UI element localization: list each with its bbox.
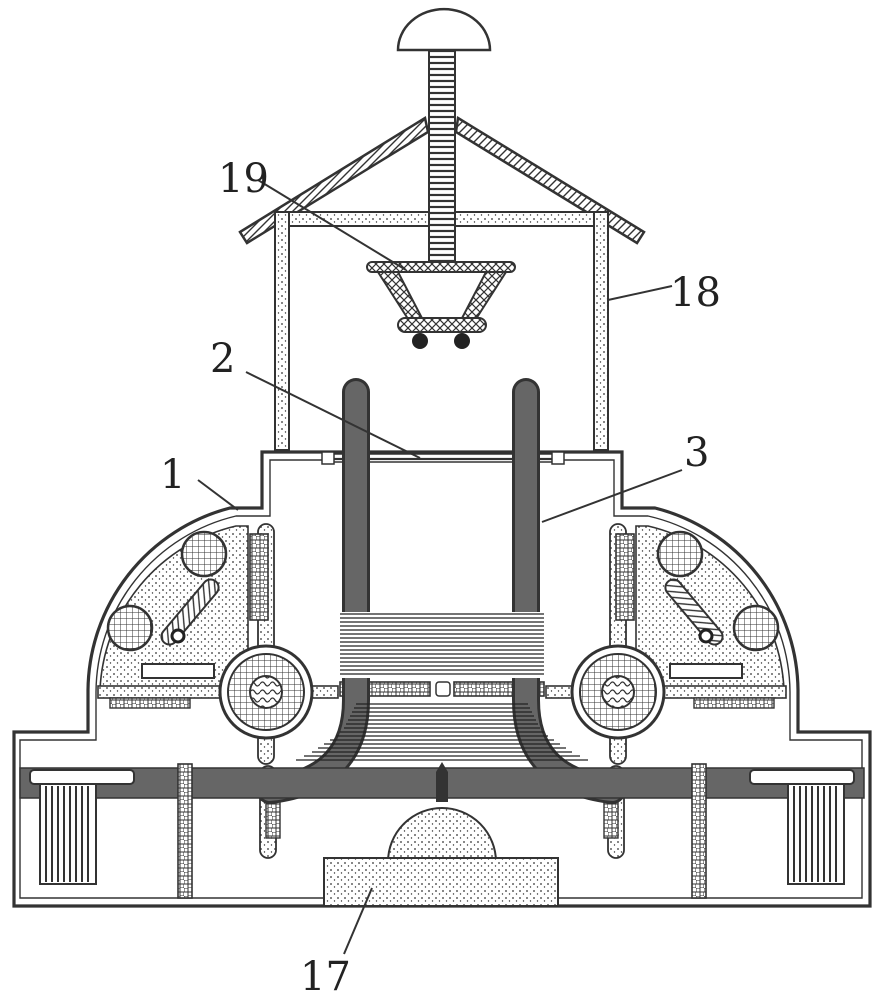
callout-17: 17 [300, 954, 351, 1000]
callout-labels: 1 2 3 17 18 19 [160, 156, 721, 1000]
roof-assembly [238, 115, 646, 451]
base-block [323, 762, 559, 907]
upper-coil [340, 612, 544, 678]
right-support-post [691, 763, 707, 899]
callout-19: 19 [218, 156, 269, 202]
left-rotors [106, 530, 228, 652]
callout-1: 1 [160, 452, 185, 498]
right-pipe [669, 663, 743, 679]
callout-2: 2 [210, 336, 235, 382]
right-tray [749, 769, 855, 785]
frame-post-right [593, 211, 609, 451]
knob [396, 7, 492, 52]
funnel-left-arm [376, 271, 426, 323]
callout-18: 18 [670, 270, 721, 316]
lower-coil [296, 703, 588, 761]
right-rotors [656, 530, 780, 652]
screw-rod [428, 49, 456, 266]
screw-assembly [396, 7, 492, 266]
left-wheel [218, 644, 314, 740]
roller-right [454, 333, 470, 349]
left-tray [29, 769, 135, 785]
right-wheel [570, 644, 666, 740]
frame-post-left [274, 211, 290, 451]
left-brush [39, 783, 97, 885]
center-gap [435, 681, 451, 697]
funnel-bottom-plate [397, 317, 487, 333]
roller-left [412, 333, 428, 349]
left-pipe [141, 663, 215, 679]
funnel-holder [366, 261, 516, 349]
leader-lines [197, 179, 683, 955]
callout-3: 3 [684, 430, 709, 476]
funnel-top-plate [366, 261, 516, 273]
left-support-post [177, 763, 193, 899]
funnel-right-arm [458, 271, 508, 323]
right-brush [787, 783, 845, 885]
top-plate [321, 451, 565, 465]
